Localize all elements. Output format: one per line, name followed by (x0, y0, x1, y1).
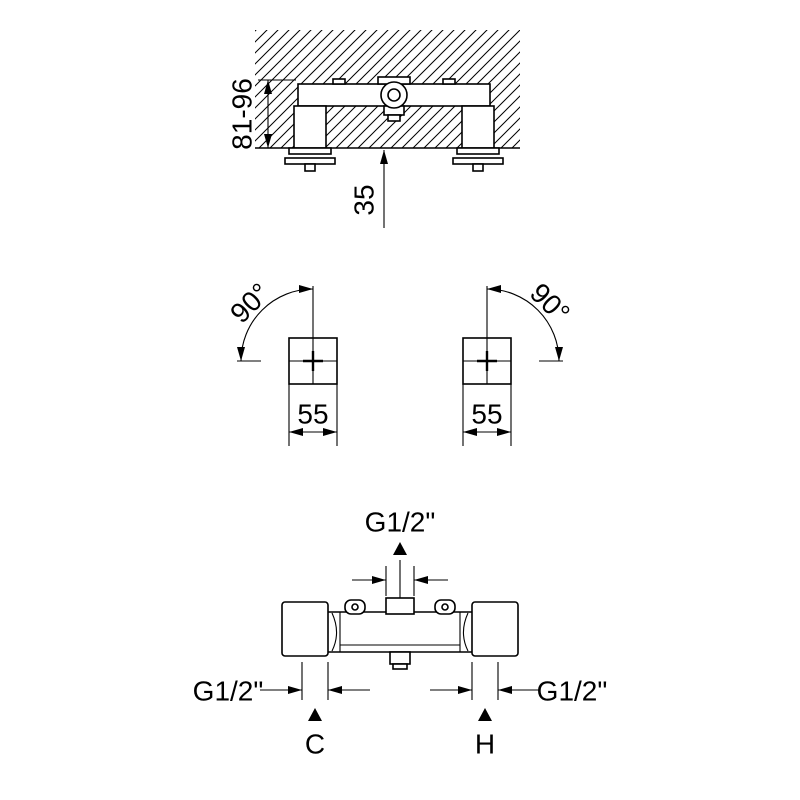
dimension-depth-81-96: 81-96 (227, 78, 296, 150)
up-arrow-icon (380, 150, 388, 164)
dimension-hot-port: G1/2" H (430, 662, 607, 760)
hot-thread-label: G1/2" (537, 676, 608, 707)
dimension-55-right: 55 (462, 384, 512, 446)
hot-marker-icon (478, 708, 492, 721)
depth-range-label: 81-96 (227, 78, 258, 150)
dimension-top-port: G1/2" (352, 507, 448, 600)
cold-indicator-label: C (305, 729, 325, 760)
right-arrow-icon (323, 428, 337, 436)
right-arrow-icon (497, 428, 511, 436)
left-arrow-icon (328, 686, 342, 694)
right-arrow-icon (458, 686, 472, 694)
left-handle-symbol: 90° 55 (224, 277, 338, 446)
dimension-offset-35: 35 (349, 150, 388, 228)
up-arrow-icon (264, 80, 272, 94)
left-arrow-icon (414, 576, 428, 584)
mixer-body-section (284, 76, 504, 172)
mixer-front-view (281, 597, 519, 670)
left-arrow-icon (463, 428, 477, 436)
cold-marker-icon (308, 708, 322, 721)
down-arrow-icon (264, 134, 272, 148)
right-arrow-icon (288, 686, 302, 694)
left-arrow-icon (289, 428, 303, 436)
dimension-cold-port: G1/2" C (193, 662, 370, 760)
arc-arrow-icon (555, 347, 563, 361)
top-inlet-marker-icon (393, 542, 407, 555)
right-width-label: 55 (471, 399, 502, 430)
wall-section-view: 81-96 35 (227, 30, 520, 228)
handle-rotation-view: 90° 55 90° 55 (224, 277, 576, 446)
left-angle-label: 90° (224, 277, 276, 329)
top-thread-label: G1/2" (365, 507, 436, 538)
right-handle-symbol: 90° 55 (462, 277, 576, 446)
dimension-55-left: 55 (288, 384, 338, 446)
arc-arrow-icon (299, 285, 313, 293)
right-angle-label: 90° (524, 277, 576, 329)
left-arrow-icon (498, 686, 512, 694)
right-arrow-icon (372, 576, 386, 584)
arc-arrow-icon (487, 285, 501, 293)
left-width-label: 55 (297, 399, 328, 430)
face-offset-label: 35 (349, 184, 380, 215)
cold-thread-label: G1/2" (193, 676, 264, 707)
rotation-arc (486, 288, 560, 362)
hot-indicator-label: H (475, 729, 495, 760)
rotation-arc (240, 288, 314, 362)
arc-arrow-icon (237, 347, 245, 361)
mixer-front-view-section: G1/2" (193, 507, 608, 760)
